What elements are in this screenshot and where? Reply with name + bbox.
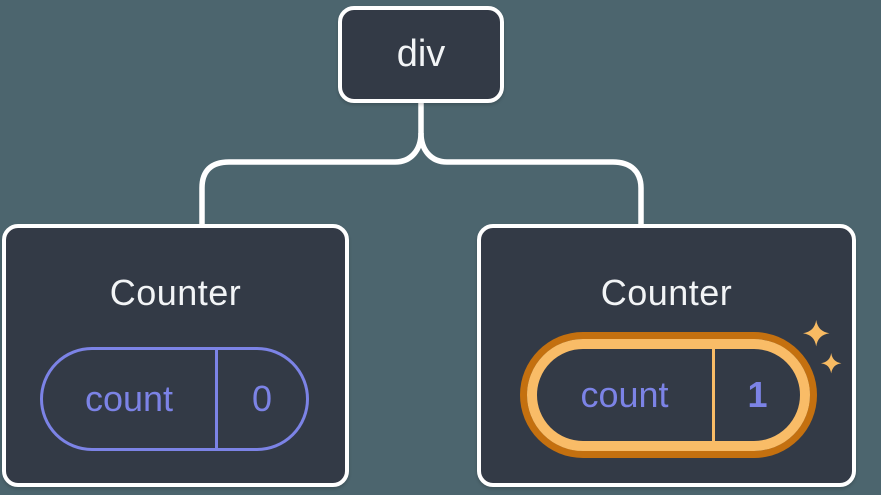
root-node-div: div (338, 6, 504, 103)
connector-branch-right (418, 132, 644, 226)
counter-title: Counter (109, 272, 242, 313)
counter-title: Counter (600, 272, 733, 313)
state-value: 0 (251, 378, 273, 419)
state-pill-highlighted: count 1 (527, 339, 810, 451)
connector-branch-left (199, 132, 424, 226)
counter-node-right: Counter count 1 (477, 224, 856, 487)
state-key-label: count (43, 350, 218, 448)
state-key-label: count (537, 349, 715, 441)
state-pill: count 0 (40, 347, 309, 451)
counter-node-left: Counter count 0 (2, 224, 349, 487)
state-value: 1 (747, 374, 768, 415)
root-node-label: div (396, 33, 446, 75)
